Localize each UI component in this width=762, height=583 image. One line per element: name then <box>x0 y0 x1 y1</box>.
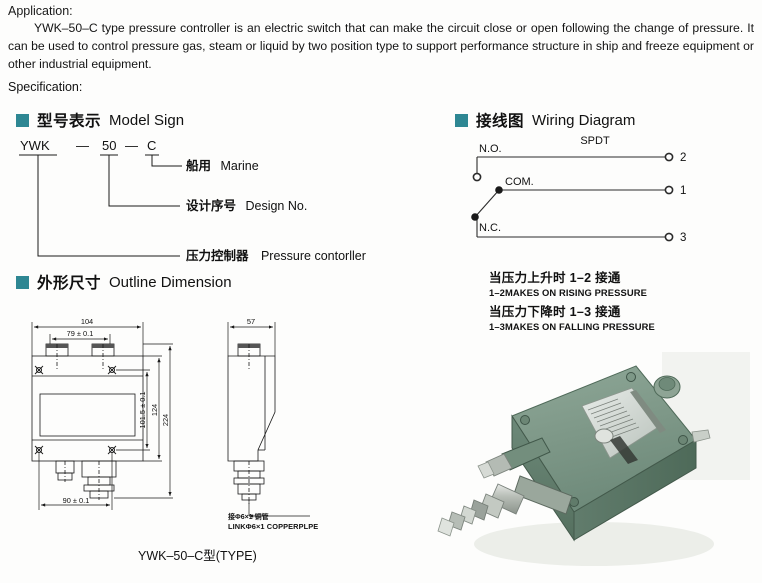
application-label: Application: <box>8 4 73 18</box>
dimension-label-57: 57 <box>247 317 255 326</box>
section-title-cn: 外形尺寸 <box>37 275 102 292</box>
scale-pointer <box>610 436 638 464</box>
dimension-90 <box>38 452 113 510</box>
section-title-cn: 型号表示 <box>37 113 102 130</box>
section-title-en: Wiring Diagram <box>532 111 636 129</box>
outline-dimension-drawing: 104 79 ± 0.1 90 ± 0.1 <box>10 300 350 550</box>
pin-number-3: 3 <box>680 232 686 244</box>
dimension-label-90: 90 ± 0.1 <box>63 496 90 505</box>
model-code-ywk: YWK <box>20 138 50 153</box>
wiring-notes: 当压力上升时 1–2 接通 1–2MAKES ON RISING PRESSUR… <box>489 266 749 335</box>
front-view <box>31 343 144 500</box>
specification-label: Specification: <box>8 80 83 94</box>
wiring-note-2-cn: 当压力下降时 1–3 接通 <box>489 305 621 319</box>
square-bullet-icon <box>16 275 29 289</box>
pin-number-2: 2 <box>680 152 686 164</box>
model-sign-diagram: YWK — 50 — C 船用 Marine <box>14 138 434 268</box>
dimension-79 <box>49 334 111 344</box>
wiring-lines <box>474 156 667 238</box>
section-heading-outline-dimension: 外形尺寸 Outline Dimension <box>16 271 232 293</box>
terminal-node-3 <box>664 232 674 242</box>
terminal-node-no <box>472 172 482 182</box>
wiring-note-2-en: 1–3MAKES ON FALLING PRESSURE <box>489 321 655 332</box>
model-callout-2-en: Design No. <box>245 199 307 213</box>
square-bullet-icon <box>16 113 29 127</box>
link-leader-line <box>248 500 310 518</box>
model-callout-1-en: Marine <box>220 159 258 173</box>
square-bullet-icon <box>455 113 468 127</box>
pressure-port-assembly <box>437 475 573 537</box>
dimension-vertical-group <box>114 343 173 499</box>
pivot-dot-nc <box>471 213 479 221</box>
drawing-caption-type: YWK–50–C型(TYPE) <box>138 549 257 563</box>
model-callout-2-cn: 设计序号 <box>186 198 236 213</box>
terminal-label-com: COM. <box>505 176 534 188</box>
link-note-en: LINKΦ6×1 COPPERPLPE <box>228 522 319 531</box>
intro-block: Application: YWK–50–C type pressure cont… <box>8 4 754 74</box>
side-view <box>227 343 276 506</box>
product-shadow <box>474 522 714 566</box>
application-paragraph: YWK–50–C type pressure controller is an … <box>8 20 754 74</box>
model-code-c: C <box>147 138 156 153</box>
model-callout-3-cn: 压力控制器 <box>186 248 249 263</box>
link-note-cn: 接Φ6×1 铜管 <box>228 514 269 521</box>
model-callout-3-en: Pressure contorller <box>261 249 366 263</box>
product-photo <box>424 344 762 578</box>
terminal-node-2 <box>664 152 674 162</box>
section-title-cn: 接线图 <box>476 113 525 130</box>
pin-number-1: 1 <box>680 185 686 197</box>
right-stud <box>691 429 711 443</box>
dimension-label-79: 79 ± 0.1 <box>67 329 94 338</box>
spdt-label: SPDT <box>580 135 610 147</box>
electrical-gland <box>477 437 551 479</box>
dimension-104 <box>31 322 144 356</box>
model-callout-3: 压力控制器 Pressure contorller <box>186 247 366 264</box>
model-code-dash-2: — <box>125 138 138 153</box>
link-note: 接Φ6×1 铜管 LINKΦ6×1 COPPERPLPE <box>228 512 318 531</box>
dimension-label-101: 101.5 ± 0.1 <box>138 392 147 429</box>
pivot-dot-com <box>495 186 503 194</box>
section-title-en: Model Sign <box>109 111 185 129</box>
window-frame-bar <box>630 390 666 433</box>
section-title-en: Outline Dimension <box>109 273 232 291</box>
adjust-knob <box>594 428 614 444</box>
terminal-node-1 <box>664 185 674 195</box>
housing-right-face <box>573 439 697 541</box>
section-heading-wiring-diagram: 接线图 Wiring Diagram <box>455 109 635 131</box>
section-heading-model-sign: 型号表示 Model Sign <box>16 109 184 131</box>
model-callout-1: 船用 Marine <box>186 157 259 174</box>
nameplate-scale-lines <box>587 398 640 439</box>
model-leader-lines <box>37 155 182 257</box>
dimension-label-124: 124 <box>150 404 159 416</box>
wiring-note-1-en: 1–2MAKES ON RISING PRESSURE <box>489 287 647 298</box>
model-code-50: 50 <box>102 138 116 153</box>
wiring-note-1-cn: 当压力上升时 1–2 接通 <box>489 271 621 285</box>
dimension-57 <box>227 322 276 356</box>
terminal-label-nc: N.C. <box>479 222 501 234</box>
housing-screws <box>520 372 688 507</box>
application-paragraph-text: YWK–50–C type pressure controller is an … <box>8 21 754 71</box>
model-callout-2: 设计序号 Design No. <box>186 197 307 214</box>
wiring-diagram: SPDT N.O. COM. N.C. <box>455 132 755 262</box>
dimension-label-224: 224 <box>161 414 170 426</box>
terminal-label-no: N.O. <box>479 143 502 155</box>
dimension-label-104: 104 <box>81 317 93 326</box>
right-boss-cap <box>658 377 676 391</box>
model-callout-1-cn: 船用 <box>186 158 211 173</box>
model-code-dash-1: — <box>76 138 89 153</box>
